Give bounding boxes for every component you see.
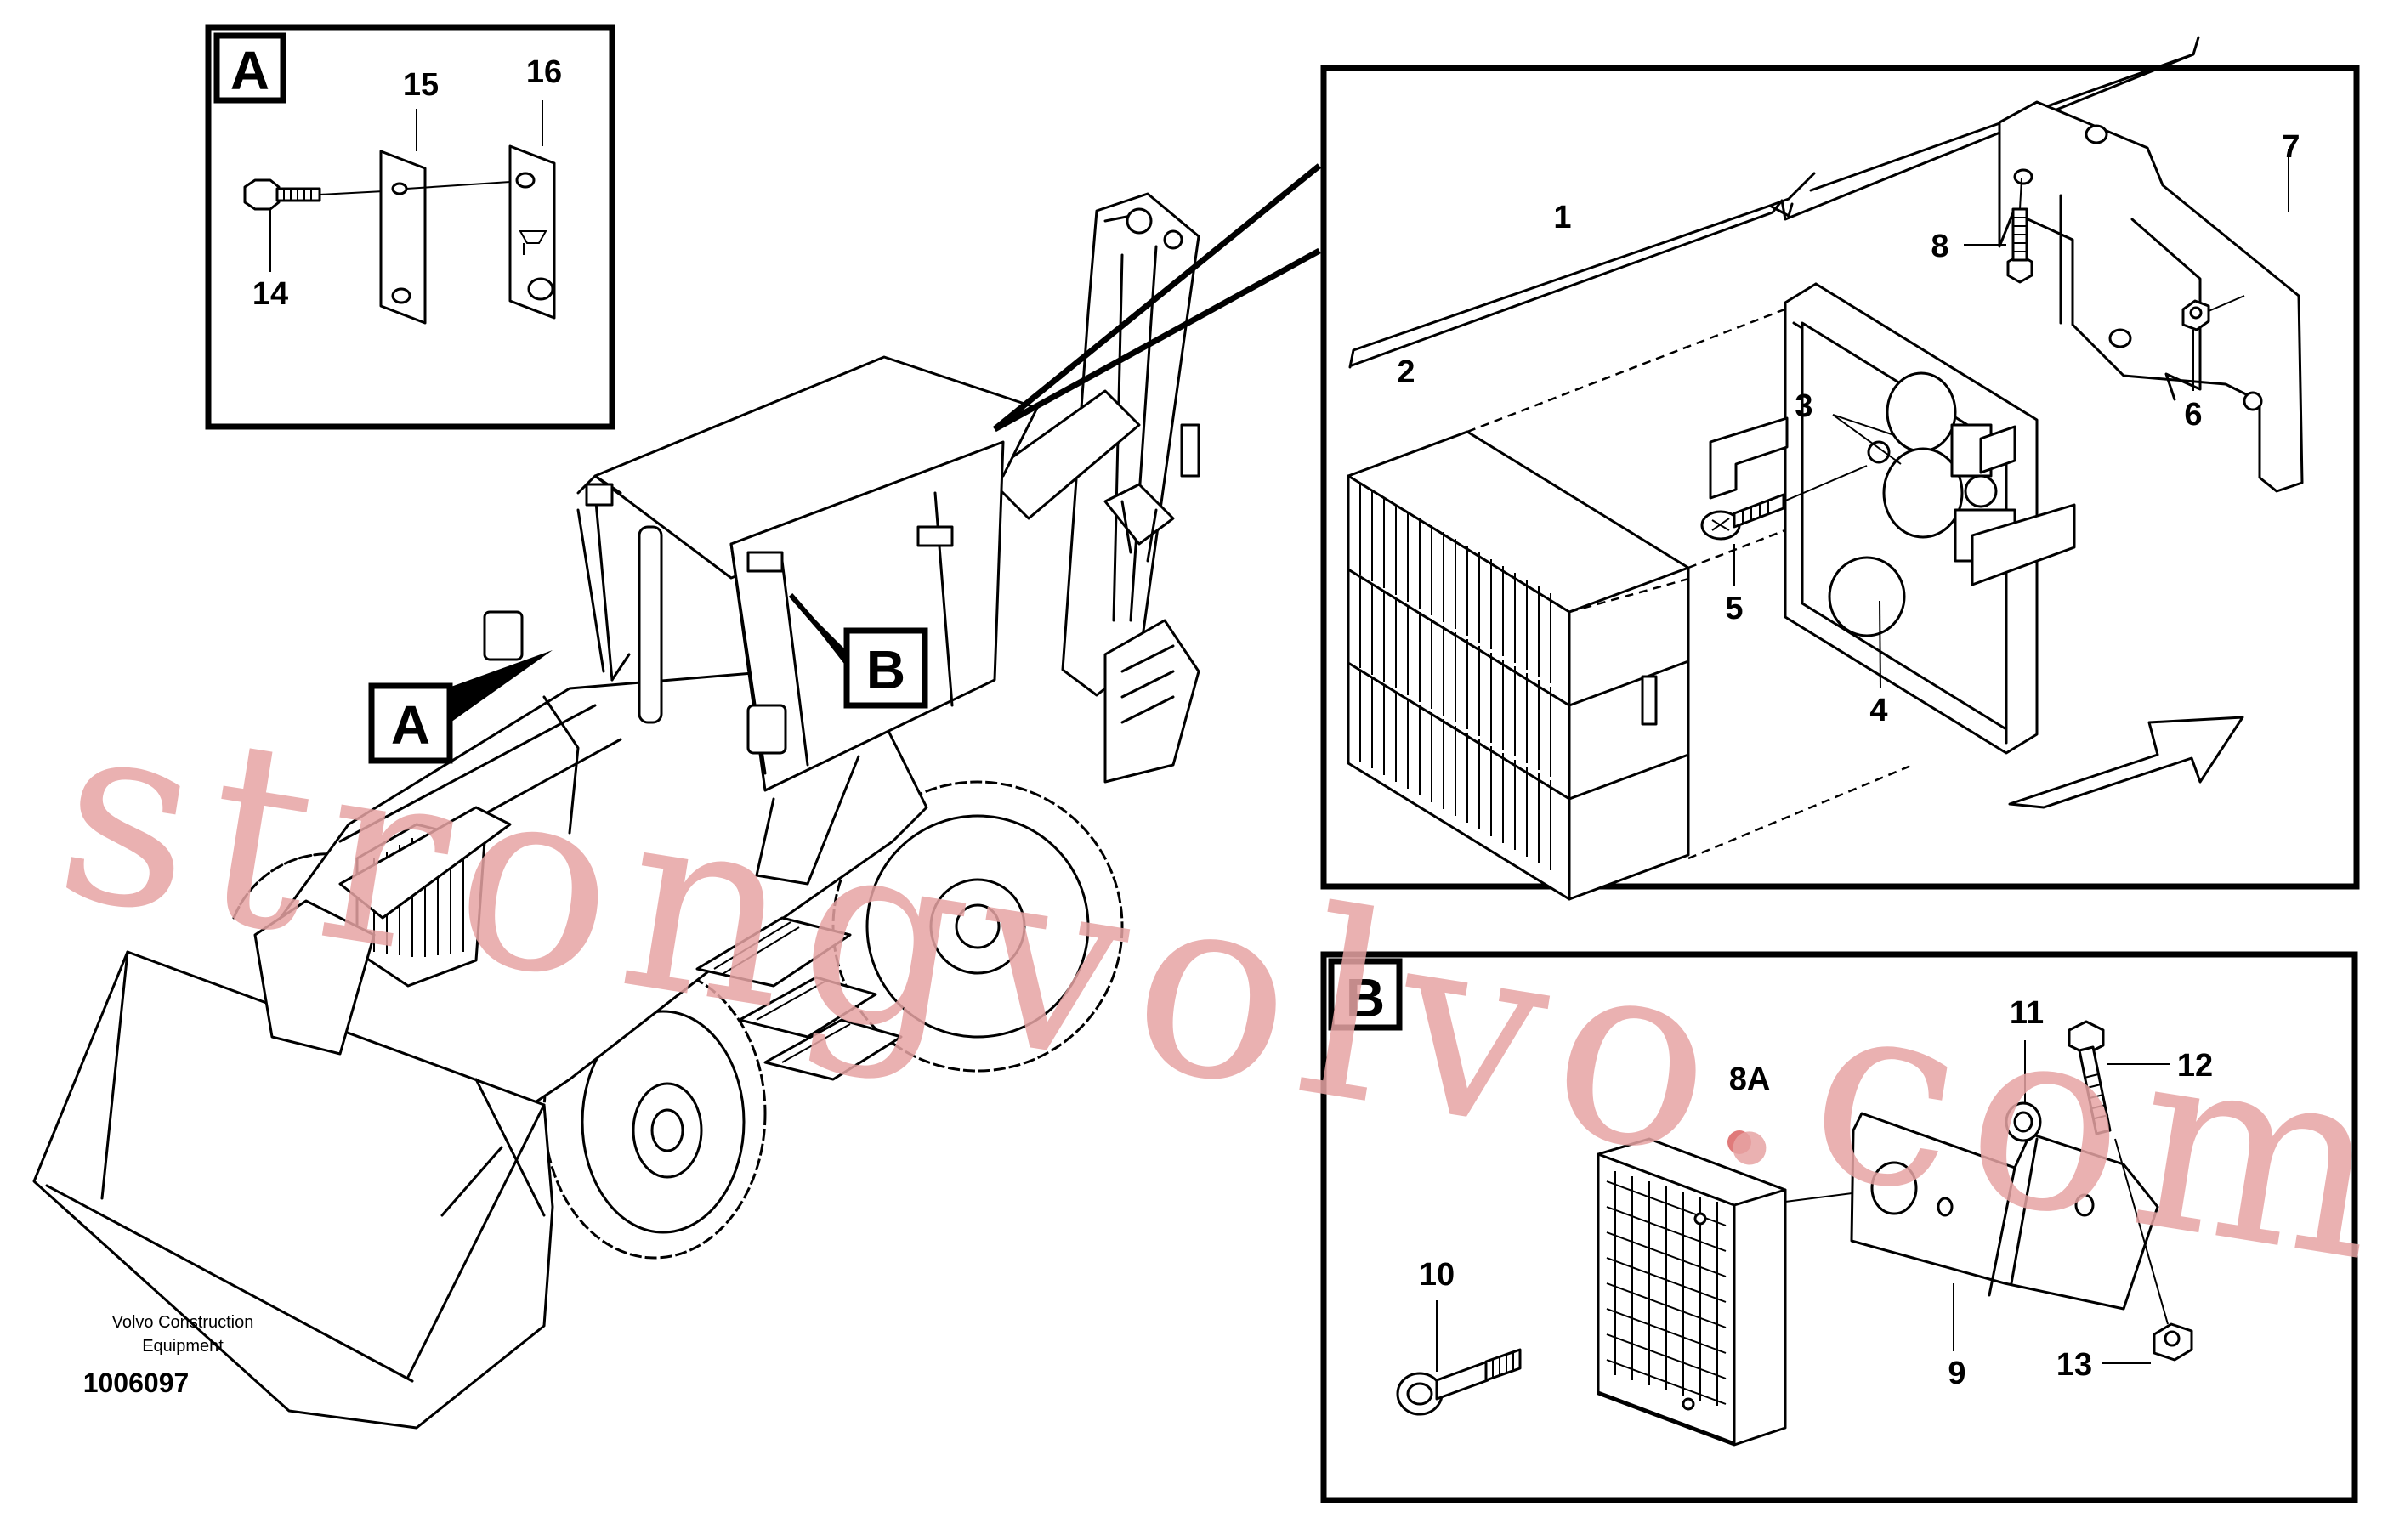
bolt-10 [1396, 1300, 1522, 1416]
loader-bucket [32, 899, 554, 1430]
backhoe-loader-drawing [32, 192, 1200, 1430]
label-3: 3 [1795, 388, 1812, 424]
screw-5 [1700, 465, 1868, 586]
bracket-7 [1998, 100, 2304, 493]
manufacturer-line1: Volvo Construction [112, 1313, 254, 1332]
inset-a-panel: A 14 15 16 [205, 24, 615, 430]
label-4: 4 [1869, 693, 1887, 728]
label-11: 11 [2010, 995, 2044, 1031]
label-8a: 8A [1729, 1062, 1771, 1097]
inset-a-letter-box [213, 32, 286, 104]
rear-wheel [831, 780, 1124, 1073]
label-7: 7 [2282, 129, 2300, 165]
direction-arrow-icon [2008, 716, 2244, 809]
inset-a-letter: A [230, 40, 269, 101]
callout-b-letter: B [866, 639, 905, 700]
plate-16 [508, 100, 556, 320]
bolt-14 [243, 178, 400, 272]
label-9: 9 [1948, 1356, 1965, 1391]
mirror-right-icon [746, 704, 787, 755]
callout-b: B [788, 593, 928, 709]
reference-dot [1727, 1130, 1751, 1154]
label-2: 2 [1397, 354, 1415, 390]
inset-b-panel: B [1320, 951, 2358, 1503]
label-12: 12 [2177, 1048, 2213, 1084]
nut-6 [2181, 295, 2245, 391]
detail-leader-lower [993, 247, 1321, 433]
detail-leader-upper [992, 163, 1322, 432]
label-6: 6 [2184, 397, 2202, 433]
nut-13 [2102, 1322, 2193, 1364]
figure-number: 1006097 [83, 1367, 190, 1398]
roof-lamp-front [746, 551, 784, 573]
label-14: 14 [252, 276, 288, 312]
plate-15 [379, 109, 511, 325]
washer-11 [2005, 1040, 2042, 1142]
callout-a-letter: A [391, 694, 430, 756]
callout-a: A [368, 650, 553, 764]
label-1: 1 [1553, 200, 1571, 235]
label-16: 16 [526, 54, 562, 90]
bolt-12 [2068, 1020, 2170, 1325]
detail-lamp-panel: 1 2 3 4 5 6 7 8 [1320, 36, 2360, 901]
label-13: 13 [2056, 1347, 2092, 1383]
label-10: 10 [1419, 1257, 1455, 1293]
mirror-left-icon [483, 610, 524, 661]
work-lamp-8a [1597, 1137, 1880, 1447]
label-8: 8 [1931, 229, 1948, 264]
label-15: 15 [403, 67, 439, 103]
inset-b-letter: B [1346, 967, 1385, 1028]
inset-b-letter-box [1328, 958, 1403, 1031]
cab [483, 355, 1039, 886]
lamp-housing [1709, 282, 2076, 755]
manufacturer-line2: Equipment [142, 1337, 224, 1356]
roof-lamp-rear [585, 483, 614, 507]
bolt-8 [1964, 178, 2033, 284]
label-5: 5 [1725, 591, 1743, 626]
